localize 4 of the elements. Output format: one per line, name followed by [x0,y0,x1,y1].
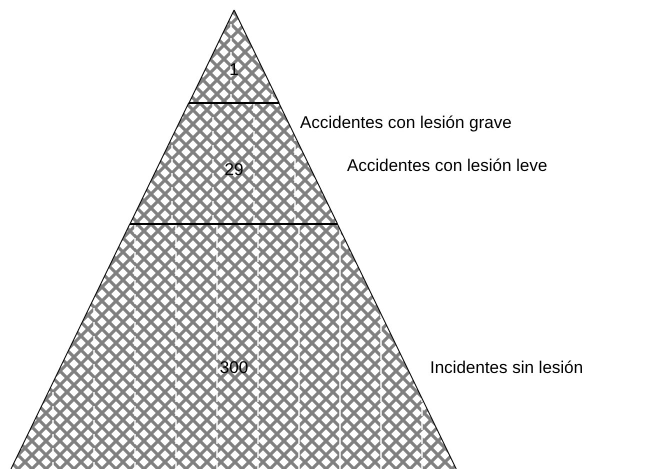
section-description: Accidentes con lesión leve [347,156,548,176]
section-count: 1 [229,60,239,80]
section-description: Accidentes con lesión grave [300,113,512,133]
section-description: Incidentes sin lesión [430,358,584,378]
